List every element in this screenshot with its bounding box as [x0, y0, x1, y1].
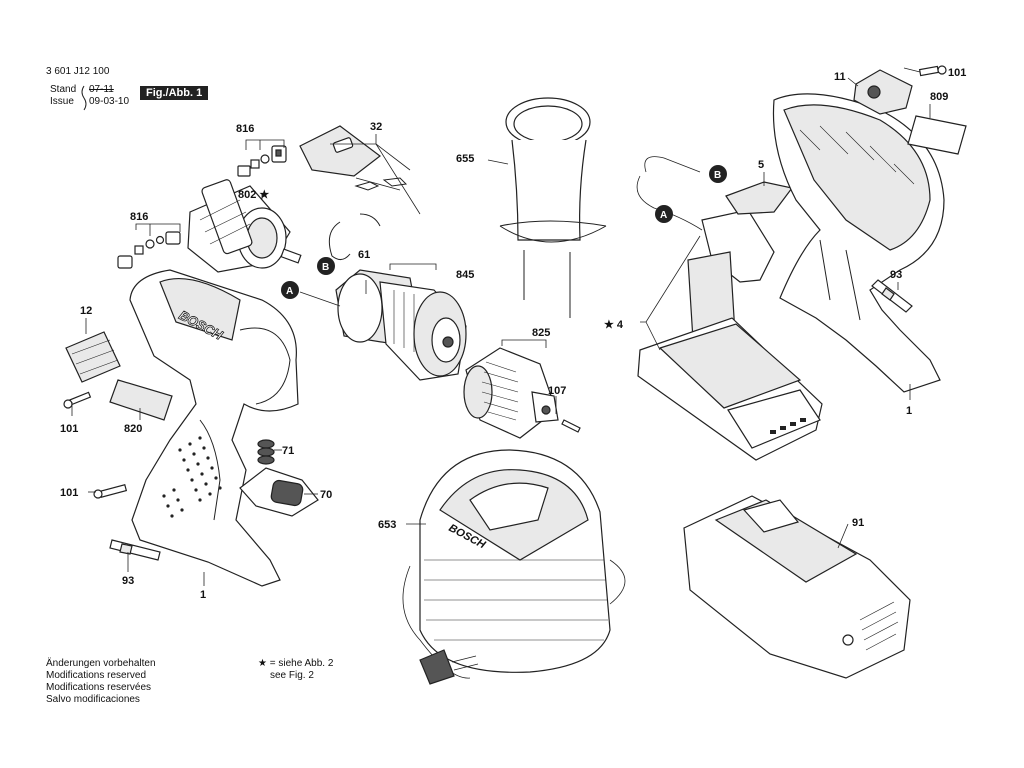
callout-655: 655 [456, 153, 474, 165]
part-number: 3 601 J12 100 [46, 66, 110, 77]
callout-845: 845 [456, 269, 474, 281]
note-de: Änderungen vorbehalten [46, 658, 156, 669]
callout-11: 11 [834, 71, 846, 83]
svg-text:B: B [322, 262, 329, 273]
callout-820: 820 [124, 423, 142, 435]
stand-value: 07-11 [89, 84, 114, 95]
callout-4: ★ 4 [604, 319, 624, 331]
housing-half-left [129, 269, 299, 587]
callout-101-left: 101 [60, 423, 78, 435]
label-809 [907, 115, 967, 155]
marker-a-left: A [281, 281, 299, 299]
callout-816-top: 816 [236, 123, 254, 135]
marker-b-top: B [709, 165, 727, 183]
brush-holder-left [117, 231, 181, 269]
callout-71: 71 [282, 445, 294, 457]
callout-101-bottom: 101 [60, 487, 78, 499]
leader-lines [71, 67, 931, 586]
screw-bottom-101 [93, 484, 128, 499]
housing-half-right [772, 93, 945, 393]
star-note-de: ★ = siehe Abb. 2 [258, 658, 334, 669]
electronics-module [637, 209, 823, 461]
note-fr: Modifications reservées [46, 682, 152, 693]
callout-93-left: 93 [122, 575, 134, 587]
callout-802: 802 ★ [238, 189, 269, 201]
mains-plug [419, 649, 479, 685]
callout-32: 32 [370, 121, 382, 133]
callout-809: 809 [930, 91, 948, 103]
screwdriver-bit-right [871, 279, 913, 313]
motor [187, 179, 302, 273]
issue-label: Issue [50, 96, 74, 107]
svg-text:A: A [660, 210, 667, 221]
spring-71 [257, 439, 275, 465]
gearbox [335, 269, 467, 381]
note-es: Salvo modificaciones [46, 694, 140, 705]
svg-text:A: A [286, 286, 293, 297]
header-brace [81, 85, 87, 111]
callout-825: 825 [532, 327, 550, 339]
wiring-harness [636, 156, 703, 231]
callout-70: 70 [320, 489, 332, 501]
figure-badge: Fig./Abb. 1 [140, 86, 209, 100]
callout-12: 12 [80, 305, 92, 317]
callout-1-right: 1 [906, 405, 912, 417]
star-note-en: see Fig. 2 [270, 670, 314, 681]
marker-a-top: A [655, 205, 673, 223]
callout-93-right: 93 [890, 269, 902, 281]
part-11 [853, 69, 913, 115]
callout-61: 61 [358, 249, 370, 261]
screw-left-101 [63, 391, 92, 409]
callout-91: 91 [852, 517, 864, 529]
chuck [463, 347, 581, 439]
grip-texture [162, 436, 222, 518]
note-en: Modifications reserved [46, 670, 147, 681]
auxiliary-handle-collar [499, 97, 607, 318]
trigger-70 [239, 467, 319, 517]
callout-5: 5 [758, 159, 764, 171]
issue-value: 09-03-10 [89, 96, 130, 107]
sleeve-12 [65, 331, 121, 383]
switch-cover [299, 125, 408, 260]
svg-text:B: B [714, 170, 721, 181]
callout-816-left: 816 [130, 211, 148, 223]
marker-b-left: B [317, 257, 335, 275]
label-plate-820 [109, 379, 173, 421]
callouts: 816 802 ★ 32 655 5 11 101 809 816 61 845… [60, 67, 966, 601]
callout-1-left: 1 [200, 589, 206, 601]
switch-5 [725, 181, 794, 215]
screwdriver-bit-left [109, 539, 161, 561]
charger: BOSCH [402, 449, 626, 679]
callout-101-top: 101 [948, 67, 966, 79]
brush-holder-top [237, 145, 287, 177]
callout-107: 107 [548, 385, 566, 397]
battery-pack [683, 495, 911, 679]
screw-top-101 [918, 65, 947, 77]
stand-label: Stand [50, 84, 77, 95]
callout-653: 653 [378, 519, 396, 531]
